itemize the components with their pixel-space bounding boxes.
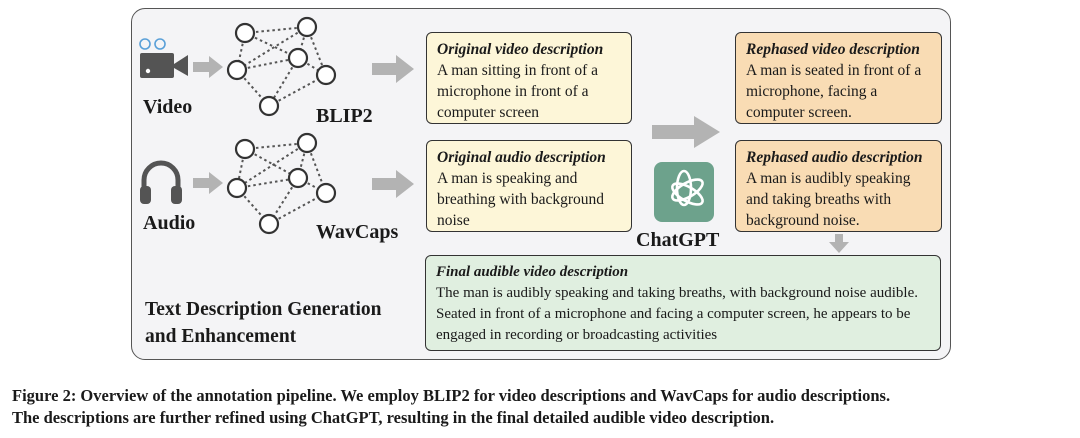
audio-to-wavcaps-arrow [193,172,223,194]
rephrased-audio-text: A man is audibly speaking and taking bre… [746,170,911,229]
blip2-to-original-video-arrow [372,55,414,83]
rephrased-audio-heading: Rephased audio description [746,149,923,166]
original-video-description-box: Original video description A man sitting… [426,32,632,124]
wavcaps-to-original-audio-arrow [372,170,414,198]
caption-line2: The descriptions are further refined usi… [12,408,775,427]
original-audio-description-box: Original audio description A man is spea… [426,140,632,232]
original-audio-text: A man is speaking and breathing with bac… [437,170,605,229]
original-video-heading: Original video description [437,41,604,58]
blip2-label: BLIP2 [316,105,373,127]
video-to-blip2-arrow [193,56,223,78]
wavcaps-label: WavCaps [316,221,399,243]
chatgpt-label: ChatGPT [636,229,720,251]
rephrased-audio-description-box: Rephased audio description A man is audi… [735,140,942,232]
rephrased-video-text: A man is seated in front of a microphone… [746,62,922,121]
headphones-icon [140,160,182,204]
wavcaps-network-icon [226,132,337,235]
rephrased-video-description-box: Rephased video description A man is seat… [735,32,942,124]
video-camera-icon [139,38,188,78]
blip2-network-icon [226,16,337,117]
final-text: The man is audibly speaking and taking b… [436,285,918,343]
video-label: Video [143,96,193,118]
final-heading: Final audible video description [436,264,629,280]
section-title: Text Description Generation and Enhancem… [145,296,382,350]
rephrased-video-heading: Rephased video description [746,41,920,58]
to-chatgpt-arrow [652,116,720,148]
caption-line1: Figure 2: Overview of the annotation pip… [12,386,891,405]
audio-label: Audio [143,212,196,234]
chatgpt-logo-icon [654,162,714,222]
down-arrow [829,234,849,253]
final-description-box: Final audible video description The man … [425,255,941,351]
original-video-text: A man sitting in front of a microphone i… [437,62,599,121]
section-title-line2: and Enhancement [145,326,297,347]
original-audio-heading: Original audio description [437,149,606,166]
section-title-line1: Text Description Generation [145,299,382,320]
figure-caption: Figure 2: Overview of the annotation pip… [12,385,1072,429]
